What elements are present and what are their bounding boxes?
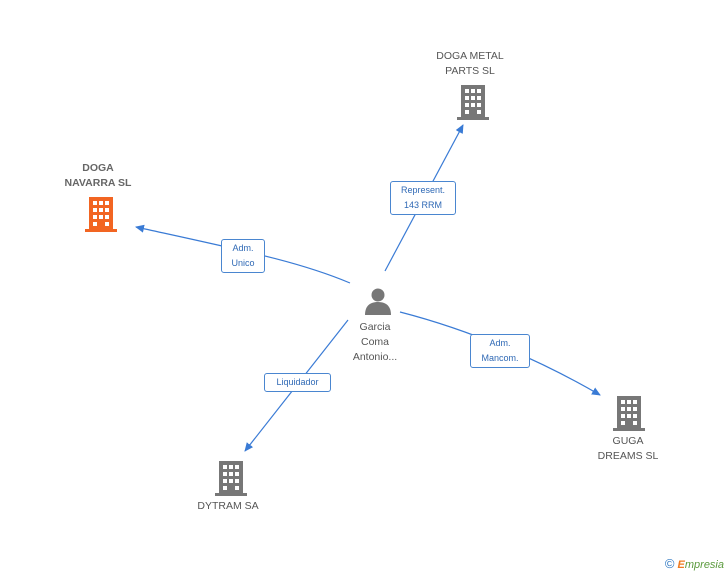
company-name-doga-metal[interactable]: DOGA METAL PARTS SL [436, 50, 504, 77]
relation-label-dytram: Liquidador [264, 373, 331, 392]
copyright-icon: © [664, 556, 675, 571]
person-node[interactable] [363, 286, 393, 316]
person-icon [365, 288, 391, 315]
relation-label-metal: Represent. 143 RRM [390, 181, 456, 215]
brand-footer[interactable]: © Empresia [665, 556, 724, 571]
edge-to-doga-navarra [135, 224, 351, 284]
brand-name: mpresia [684, 559, 724, 571]
brand-initial: E [677, 559, 685, 571]
person-name[interactable]: Garcia Coma Antonio... [352, 321, 398, 363]
company-name-guga[interactable]: GUGA DREAMS SL [597, 435, 659, 462]
relation-label-navarra: Adm. Unico [221, 239, 265, 273]
building-icon[interactable] [215, 461, 247, 502]
company-name-doga-navarra[interactable]: DOGA NAVARRA SL [64, 162, 132, 189]
relation-label-guga: Adm. Mancom. [470, 334, 530, 368]
building-icon[interactable] [85, 197, 117, 238]
company-name-dytram[interactable]: DYTRAM SA [197, 500, 259, 512]
building-icon[interactable] [613, 396, 645, 437]
building-icon[interactable] [457, 85, 489, 126]
